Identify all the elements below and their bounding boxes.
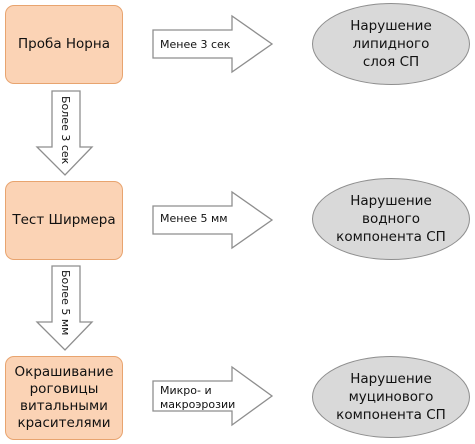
- step-vital-staining-line-3: витальными: [20, 398, 108, 414]
- arrow-right-3-label-line-2: макроэрозии: [160, 398, 236, 411]
- arrow-right-1: [152, 14, 274, 74]
- result-aqueous-line-2: водного: [362, 211, 420, 227]
- arrow-down-1: [35, 90, 94, 176]
- step-norn-test-label: Проба Норна: [18, 36, 110, 52]
- step-vital-staining-line-2: роговицы: [29, 381, 99, 397]
- result-aqueous-line-3: компонента СП: [336, 229, 446, 245]
- result-mucin-line-2: муцинового: [348, 389, 434, 405]
- arrow-down-1-label: Более 3 сек: [59, 96, 72, 165]
- result-mucin-line-1: Нарушение: [350, 371, 432, 387]
- arrow-down-2: [35, 265, 94, 351]
- arrow-right-2-label: Менее 5 мм: [160, 212, 228, 226]
- step-norn-test: Проба Норна: [5, 5, 123, 84]
- arrow-right-2-label-line-1: Менее 5 мм: [160, 212, 228, 225]
- result-lipid-line-3: слоя СП: [362, 54, 420, 70]
- step-schirmer-test: Тест Ширмера: [5, 181, 123, 260]
- result-lipid-layer: Нарушение липидного слоя СП: [312, 3, 470, 85]
- step-vital-staining-line-1: Окрашивание: [14, 364, 114, 380]
- arrow-right-3-label: Микро- и макроэрозии: [160, 384, 235, 412]
- step-vital-staining: Окрашивание роговицы витальными красител…: [5, 356, 123, 440]
- result-mucin-component: Нарушение муцинового компонента СП: [312, 356, 470, 438]
- arrow-right-1-label-line-1: Менее 3 сек: [160, 38, 231, 51]
- step-schirmer-test-label: Тест Ширмера: [12, 212, 116, 228]
- result-aqueous-line-1: Нарушение: [350, 193, 432, 209]
- arrow-right-2: [152, 190, 274, 250]
- arrow-right-3-label-line-1: Микро- и: [160, 384, 212, 397]
- result-lipid-line-1: Нарушение: [350, 18, 432, 34]
- arrow-right-1-label: Менее 3 сек: [160, 38, 230, 52]
- result-aqueous-component: Нарушение водного компонента СП: [312, 178, 470, 260]
- step-vital-staining-line-4: красителями: [17, 415, 111, 431]
- arrow-down-2-label: Более 5 мм: [59, 270, 72, 336]
- result-lipid-line-2: липидного: [352, 36, 430, 52]
- result-mucin-line-3: компонента СП: [336, 407, 446, 423]
- arrow-right-3: [152, 365, 274, 427]
